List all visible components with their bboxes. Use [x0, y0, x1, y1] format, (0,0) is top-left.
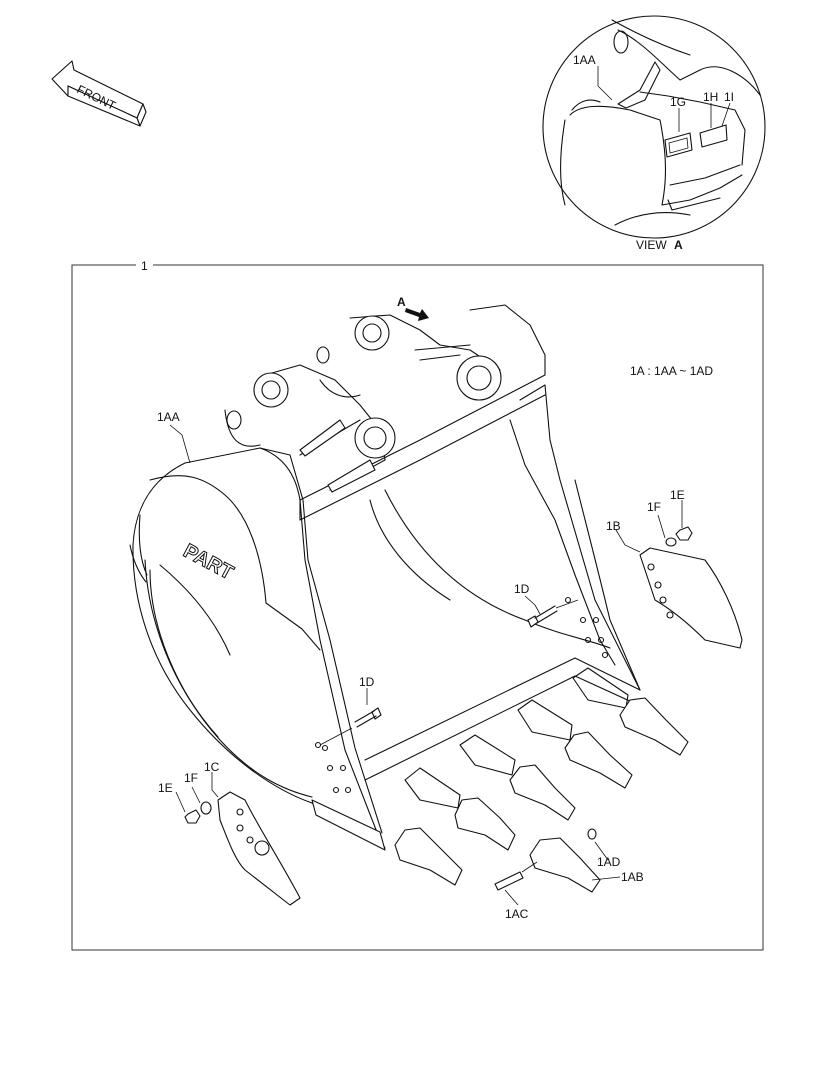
callout-1F-left: 1F [184, 771, 198, 785]
assembly-note: 1A : 1AA ~ 1AD [630, 364, 713, 378]
nut-1E-right [675, 526, 693, 541]
front-arrow-icon: FRONT [51, 60, 147, 127]
tooth-4 [564, 667, 633, 789]
callout-labels: 1AA 1E 1F 1B 1D 1D 1C 1F 1E 1AD 1AB 1AC [157, 410, 685, 921]
tooth-exploded [529, 837, 601, 893]
callout-1D-left: 1D [359, 675, 375, 689]
group-number: 1 [141, 259, 148, 273]
side-cutter-right [639, 547, 743, 649]
view-caption-letter: A [674, 238, 683, 252]
tooth-1 [394, 767, 463, 886]
retainer-1AD [587, 828, 597, 840]
callout-1E-right: 1E [670, 488, 685, 502]
tooth-2 [454, 734, 516, 851]
callout-1D-right: 1D [514, 582, 530, 596]
view-caption-prefix: VIEW [636, 238, 667, 252]
callout-1B: 1B [606, 519, 621, 533]
callout-1E-left: 1E [158, 781, 173, 795]
washer-1F-right [665, 537, 677, 547]
view-callout-1G: 1G [670, 95, 686, 109]
bolt-1D-left [319, 707, 382, 746]
side-cutter-left [217, 791, 301, 906]
callout-1AC: 1AC [505, 907, 529, 921]
tooth-3 [509, 699, 576, 821]
view-caption: VIEW A [636, 238, 683, 252]
view-a-detail: 1AA 1G 1H 1I [542, 15, 766, 239]
callout-1AD: 1AD [597, 855, 621, 869]
leader-lines [169, 424, 683, 906]
pin-1AC [494, 861, 538, 891]
view-a-arrow-letter: A [397, 295, 406, 309]
bolt-1D-right [527, 599, 579, 628]
view-callout-1AA: 1AA [573, 53, 596, 67]
view-a-arrow-icon: A [397, 295, 429, 321]
callout-1AB: 1AB [621, 870, 644, 884]
washer-1F-left [200, 801, 212, 815]
tooth-5 [619, 697, 689, 756]
view-callout-1H: 1H [703, 90, 718, 104]
view-callout-1I: 1I [724, 90, 734, 104]
bucket-teeth [394, 667, 689, 893]
callout-1F-right: 1F [647, 500, 661, 514]
callout-1C: 1C [204, 760, 220, 774]
main-frame: 1 [71, 259, 764, 951]
bucket-logo: PART [180, 540, 237, 584]
bucket-body: PART [129, 304, 646, 851]
callout-1AA: 1AA [157, 410, 180, 424]
nut-1E-left [184, 809, 201, 824]
